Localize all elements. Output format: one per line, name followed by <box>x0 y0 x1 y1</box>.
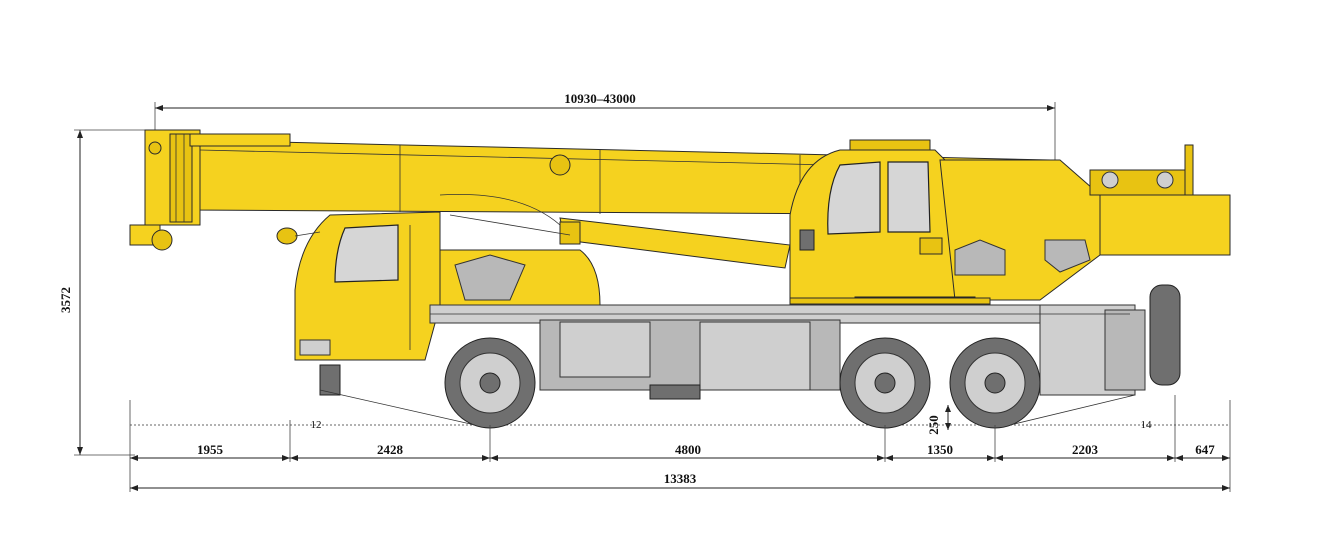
counterweight <box>1099 194 1231 256</box>
wheel-front <box>444 337 536 429</box>
approach-angle-label: 12 <box>311 419 322 431</box>
overall-height-dimension: 3572 <box>58 129 150 456</box>
cab-side-window <box>827 161 881 235</box>
departure-angle-label: 14 <box>1141 419 1153 431</box>
wheelbase-2-label: 4800 <box>675 442 701 457</box>
rear-to-outrigger-label: 2203 <box>1072 442 1099 457</box>
rear-overhang-label: 647 <box>1195 442 1215 457</box>
overall-height-label: 3572 <box>58 287 73 313</box>
superstructure <box>789 139 1231 306</box>
boom-length-dimension: 10930–43000 <box>154 91 1056 165</box>
outrigger-pad-front <box>649 384 701 400</box>
overall-length-label: 13383 <box>664 471 697 486</box>
angle-lines: 12 14 <box>311 389 1153 431</box>
chassis <box>319 304 1146 400</box>
ground-clearance-label: 250 <box>926 415 941 435</box>
wheelbase-1-label: 2428 <box>377 442 404 457</box>
carrier-cab-window <box>334 224 399 283</box>
tandem-spacing-label: 1350 <box>927 442 953 457</box>
wheels <box>444 337 1041 429</box>
carrier-cab <box>276 211 601 361</box>
cab-door-window <box>887 161 931 233</box>
wheel-rear-1 <box>839 337 931 429</box>
overall-length-dimension: 13383 <box>130 471 1230 491</box>
wheel-rear-2 <box>949 337 1041 429</box>
luffing-cylinder <box>449 214 791 269</box>
segment-dimensions: 1955 2428 4800 1350 2203 647 <box>129 395 1231 492</box>
front-overhang-label: 1955 <box>197 442 224 457</box>
front-bumper-jack <box>319 364 341 396</box>
ground-clearance-dimension: 250 <box>926 405 951 435</box>
spare-tire <box>1149 284 1181 386</box>
boom-length-label: 10930–43000 <box>564 91 636 106</box>
